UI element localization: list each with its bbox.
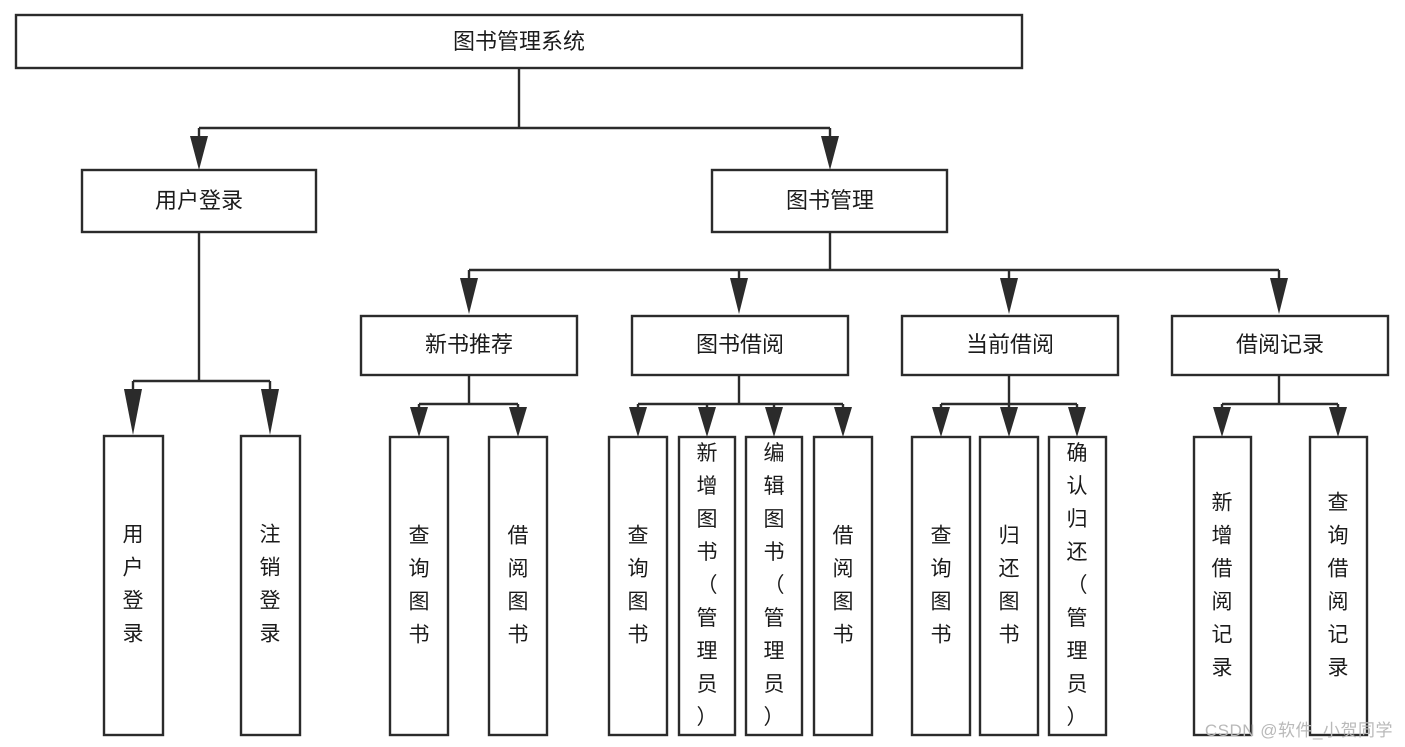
node-leaf-borrow-book-1-box[interactable] <box>487 435 549 737</box>
arrow-head-user-login <box>190 136 208 170</box>
arrow-head-leaf-edit-book <box>765 407 783 437</box>
node-book-management-box[interactable] <box>710 168 949 234</box>
node-leaf-add-record-label: 新增借阅记录 <box>1212 491 1233 679</box>
node-leaf-user-login-label: 用户登录 <box>123 523 144 645</box>
arrow-head-leaf-borrow-book-1 <box>509 407 527 437</box>
node-book-management[interactable]: 图书管理 <box>710 168 949 234</box>
node-root-box[interactable] <box>14 13 1024 70</box>
node-leaf-query-book-1-box[interactable] <box>388 435 450 737</box>
arrow-head-leaf-query-book-3 <box>932 407 950 437</box>
node-leaf-query-book-2[interactable]: 查询图书 <box>607 435 669 737</box>
node-leaf-edit-book-label: 编辑图书（管理员） <box>764 442 785 729</box>
arrow-head-leaf-query-record <box>1329 407 1347 437</box>
node-leaf-query-record-label: 查询借阅记录 <box>1328 491 1349 679</box>
node-leaf-borrow-book-1-label: 借阅图书 <box>508 524 529 646</box>
node-leaf-logout-login-box[interactable] <box>239 434 302 737</box>
arrow-head-leaf-add-record <box>1213 407 1231 437</box>
node-borrow-record-label: 借阅记录 <box>1236 332 1324 357</box>
node-leaf-query-book-1-label: 查询图书 <box>409 524 430 646</box>
arrow-head-leaf-logout-login <box>261 389 279 435</box>
node-book-management-label: 图书管理 <box>786 188 874 213</box>
node-root-label: 图书管理系统 <box>453 29 585 54</box>
arrow-head-leaf-return-book <box>1000 407 1018 437</box>
node-leaf-return-book-box[interactable] <box>978 435 1040 737</box>
node-leaf-confirm-return-label: 确认归还（管理员） <box>1067 442 1088 729</box>
node-leaf-confirm-return-box[interactable] <box>1047 435 1108 737</box>
node-leaf-add-book-label: 新增图书（管理员） <box>697 442 718 729</box>
node-borrow-record-box[interactable] <box>1170 314 1390 377</box>
node-leaf-query-book-3[interactable]: 查询图书 <box>910 435 972 737</box>
node-leaf-query-record[interactable]: 查询借阅记录 <box>1308 435 1369 737</box>
node-user-login[interactable]: 用户登录 <box>80 168 318 234</box>
node-current-borrow[interactable]: 当前借阅 <box>900 314 1120 377</box>
node-book-borrow-box[interactable] <box>630 314 850 377</box>
node-new-book-recommend[interactable]: 新书推荐 <box>359 314 579 377</box>
arrow-head-book-borrow <box>730 278 748 314</box>
node-leaf-user-login[interactable]: 用户登录 <box>102 434 165 737</box>
arrow-head-borrow-record <box>1270 278 1288 314</box>
node-leaf-return-book-label: 归还图书 <box>999 524 1020 646</box>
node-leaf-user-login-box[interactable] <box>102 434 165 737</box>
node-leaf-borrow-book-1[interactable]: 借阅图书 <box>487 435 549 737</box>
node-leaf-borrow-book-2[interactable]: 借阅图书 <box>812 435 874 737</box>
node-leaf-query-book-3-box[interactable] <box>910 435 972 737</box>
connector-group-user-login <box>124 232 279 435</box>
node-user-login-box[interactable] <box>80 168 318 234</box>
node-leaf-query-book-1[interactable]: 查询图书 <box>388 435 450 737</box>
node-new-book-recommend-label: 新书推荐 <box>425 332 513 357</box>
node-leaf-add-book-box[interactable] <box>677 435 737 737</box>
arrow-head-leaf-query-book-2 <box>629 407 647 437</box>
arrow-head-new-book-recommend <box>460 278 478 314</box>
arrow-head-leaf-borrow-book-2 <box>834 407 852 437</box>
connector-group-borrow-record <box>1213 375 1347 437</box>
node-leaf-query-record-box[interactable] <box>1308 435 1369 737</box>
node-user-login-label: 用户登录 <box>155 188 243 213</box>
node-leaf-query-book-3-label: 查询图书 <box>931 524 952 646</box>
arrow-head-book-management <box>821 136 839 170</box>
node-leaf-edit-book[interactable]: 编辑图书（管理员） <box>744 435 804 737</box>
arrow-head-leaf-confirm-return <box>1068 407 1086 437</box>
node-leaf-borrow-book-2-label: 借阅图书 <box>833 524 854 646</box>
arrow-head-leaf-query-book-1 <box>410 407 428 437</box>
node-current-borrow-box[interactable] <box>900 314 1120 377</box>
connector-group-new-book-recommend <box>410 375 527 437</box>
node-book-borrow[interactable]: 图书借阅 <box>630 314 850 377</box>
node-borrow-record[interactable]: 借阅记录 <box>1170 314 1390 377</box>
node-current-borrow-label: 当前借阅 <box>966 332 1054 357</box>
node-leaf-edit-book-box[interactable] <box>744 435 804 737</box>
node-leaf-add-record[interactable]: 新增借阅记录 <box>1192 435 1253 737</box>
node-leaf-logout-login-label: 注销登录 <box>260 523 281 645</box>
node-leaf-query-book-2-box[interactable] <box>607 435 669 737</box>
node-leaf-logout-login[interactable]: 注销登录 <box>239 434 302 737</box>
node-book-borrow-label: 图书借阅 <box>696 332 784 357</box>
node-leaf-add-record-box[interactable] <box>1192 435 1253 737</box>
connector-group-root <box>190 68 839 170</box>
arrow-head-leaf-add-book <box>698 407 716 437</box>
connector-group-book-borrow <box>629 375 852 437</box>
arrow-head-current-borrow <box>1000 278 1018 314</box>
connector-group-book-management <box>460 232 1288 314</box>
node-leaf-add-book[interactable]: 新增图书（管理员） <box>677 435 737 737</box>
node-leaf-borrow-book-2-box[interactable] <box>812 435 874 737</box>
node-leaf-confirm-return[interactable]: 确认归还（管理员） <box>1047 435 1108 737</box>
connector-group-current-borrow <box>932 375 1086 437</box>
arrow-head-leaf-user-login <box>124 389 142 435</box>
node-leaf-return-book[interactable]: 归还图书 <box>978 435 1040 737</box>
node-root-book-management-system[interactable]: 图书管理系统 <box>14 13 1024 70</box>
node-new-book-recommend-box[interactable] <box>359 314 579 377</box>
node-leaf-query-book-2-label: 查询图书 <box>628 524 649 646</box>
